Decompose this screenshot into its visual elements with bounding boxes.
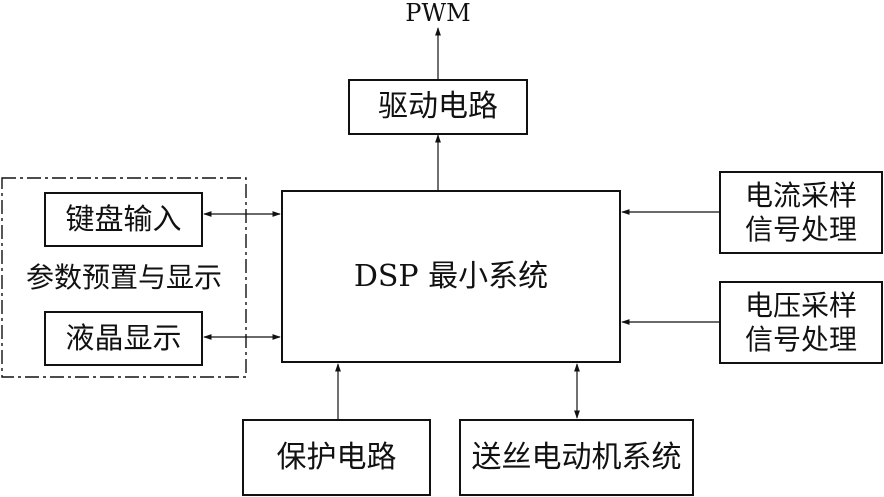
voltage-sampling-label: 电压采样 信号处理	[720, 282, 882, 363]
dsp-core-box	[281, 190, 621, 363]
driver-label: 驱动电路	[378, 89, 498, 124]
protection-label: 保护电路	[276, 439, 397, 475]
pwm-output-label: PWM	[405, 0, 471, 27]
dsp-core-label: DSP 最小系统	[353, 258, 549, 294]
current-sampling-line1: 电流采样	[744, 178, 857, 212]
keyboard-label: 键盘输入	[65, 202, 182, 237]
lcd-box	[44, 311, 203, 366]
voltage-sampling-line2: 信号处理	[744, 322, 857, 356]
voltage-sampling-line1: 电压采样	[744, 288, 857, 322]
keyboard-box	[44, 192, 203, 247]
parameter-group-frame	[1, 177, 247, 378]
protection-box	[242, 419, 431, 496]
current-sampling-label: 电流采样 信号处理	[720, 172, 882, 253]
feeder-motor-label: 送丝电动机系统	[471, 439, 682, 475]
parameter-group-label: 参数预置与显示	[25, 261, 222, 295]
current-sampling-line2: 信号处理	[744, 212, 857, 246]
lcd-label: 液晶显示	[65, 321, 182, 356]
feeder-motor-box	[459, 419, 694, 496]
